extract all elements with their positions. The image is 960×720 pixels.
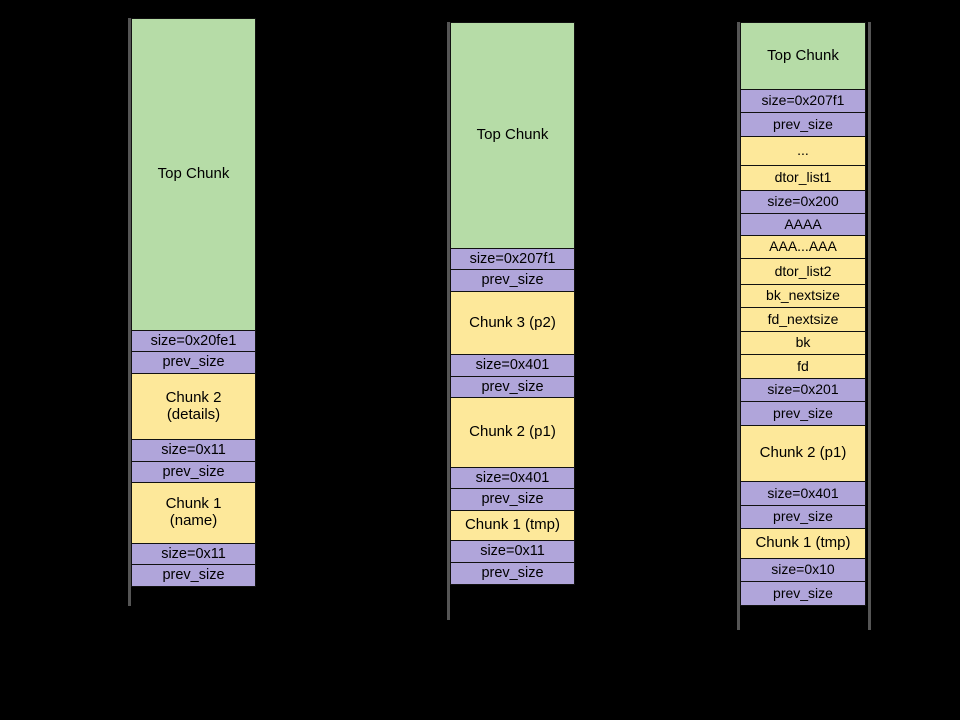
heap-row: ... <box>740 135 866 167</box>
heap-row: size=0x201 <box>740 377 866 403</box>
heap-row: prev_size <box>450 561 575 585</box>
heap-row: size=0x200 <box>740 189 866 215</box>
heap-row: prev_size <box>131 351 256 374</box>
heap-row: Chunk 1 (tmp) <box>740 528 866 559</box>
heap-row: prev_size <box>450 375 575 399</box>
heap-row: prev_size <box>740 581 866 606</box>
memory-rail-3-right <box>868 22 871 630</box>
heap-row: prev_size <box>131 460 256 484</box>
heap-row: Top Chunk <box>450 22 575 249</box>
heap-row: prev_size <box>740 112 866 137</box>
heap-row: size=0x207f1 <box>740 88 866 114</box>
heap-row: fd_nextsize <box>740 307 866 332</box>
heap-row: Chunk 1 (tmp) <box>450 509 575 542</box>
heap-row: Chunk 3 (p2) <box>450 290 575 356</box>
memory-rail-2 <box>447 22 450 620</box>
heap-row: size=0x401 <box>450 466 575 490</box>
heap-row: prev_size <box>740 401 866 426</box>
heap-row: dtor_list2 <box>740 258 866 285</box>
heap-row: size=0x401 <box>740 481 866 506</box>
heap-row: Chunk 1 (name) <box>131 482 256 544</box>
heap-row: dtor_list1 <box>740 165 866 191</box>
heap-row: Chunk 2 (p1) <box>450 397 575 468</box>
heap-row: Chunk 2 (details) <box>131 372 256 441</box>
heap-row: size=0x20fe1 <box>131 329 256 353</box>
heap-row: AAAA <box>740 213 866 236</box>
heap-row: size=0x207f1 <box>450 247 575 271</box>
heap-row: prev_size <box>131 564 256 587</box>
heap-row: Chunk 2 (p1) <box>740 424 866 483</box>
heap-row: bk <box>740 330 866 356</box>
heap-row: size=0x11 <box>131 439 256 462</box>
memory-rail-3 <box>737 22 740 630</box>
heap-row: size=0x10 <box>740 557 866 583</box>
heap-row: size=0x11 <box>450 540 575 563</box>
heap-row: size=0x401 <box>450 354 575 377</box>
heap-row: AAA...AAA <box>740 234 866 260</box>
heap-row: Top Chunk <box>740 22 866 90</box>
heap-row: fd <box>740 354 866 379</box>
heap-row: prev_size <box>740 504 866 530</box>
heap-row: prev_size <box>450 488 575 511</box>
heap-row: bk_nextsize <box>740 283 866 309</box>
heap-row: size=0x11 <box>131 542 256 566</box>
memory-rail-1 <box>128 18 131 606</box>
heap-row: Top Chunk <box>131 18 256 331</box>
heap-row: prev_size <box>450 269 575 292</box>
